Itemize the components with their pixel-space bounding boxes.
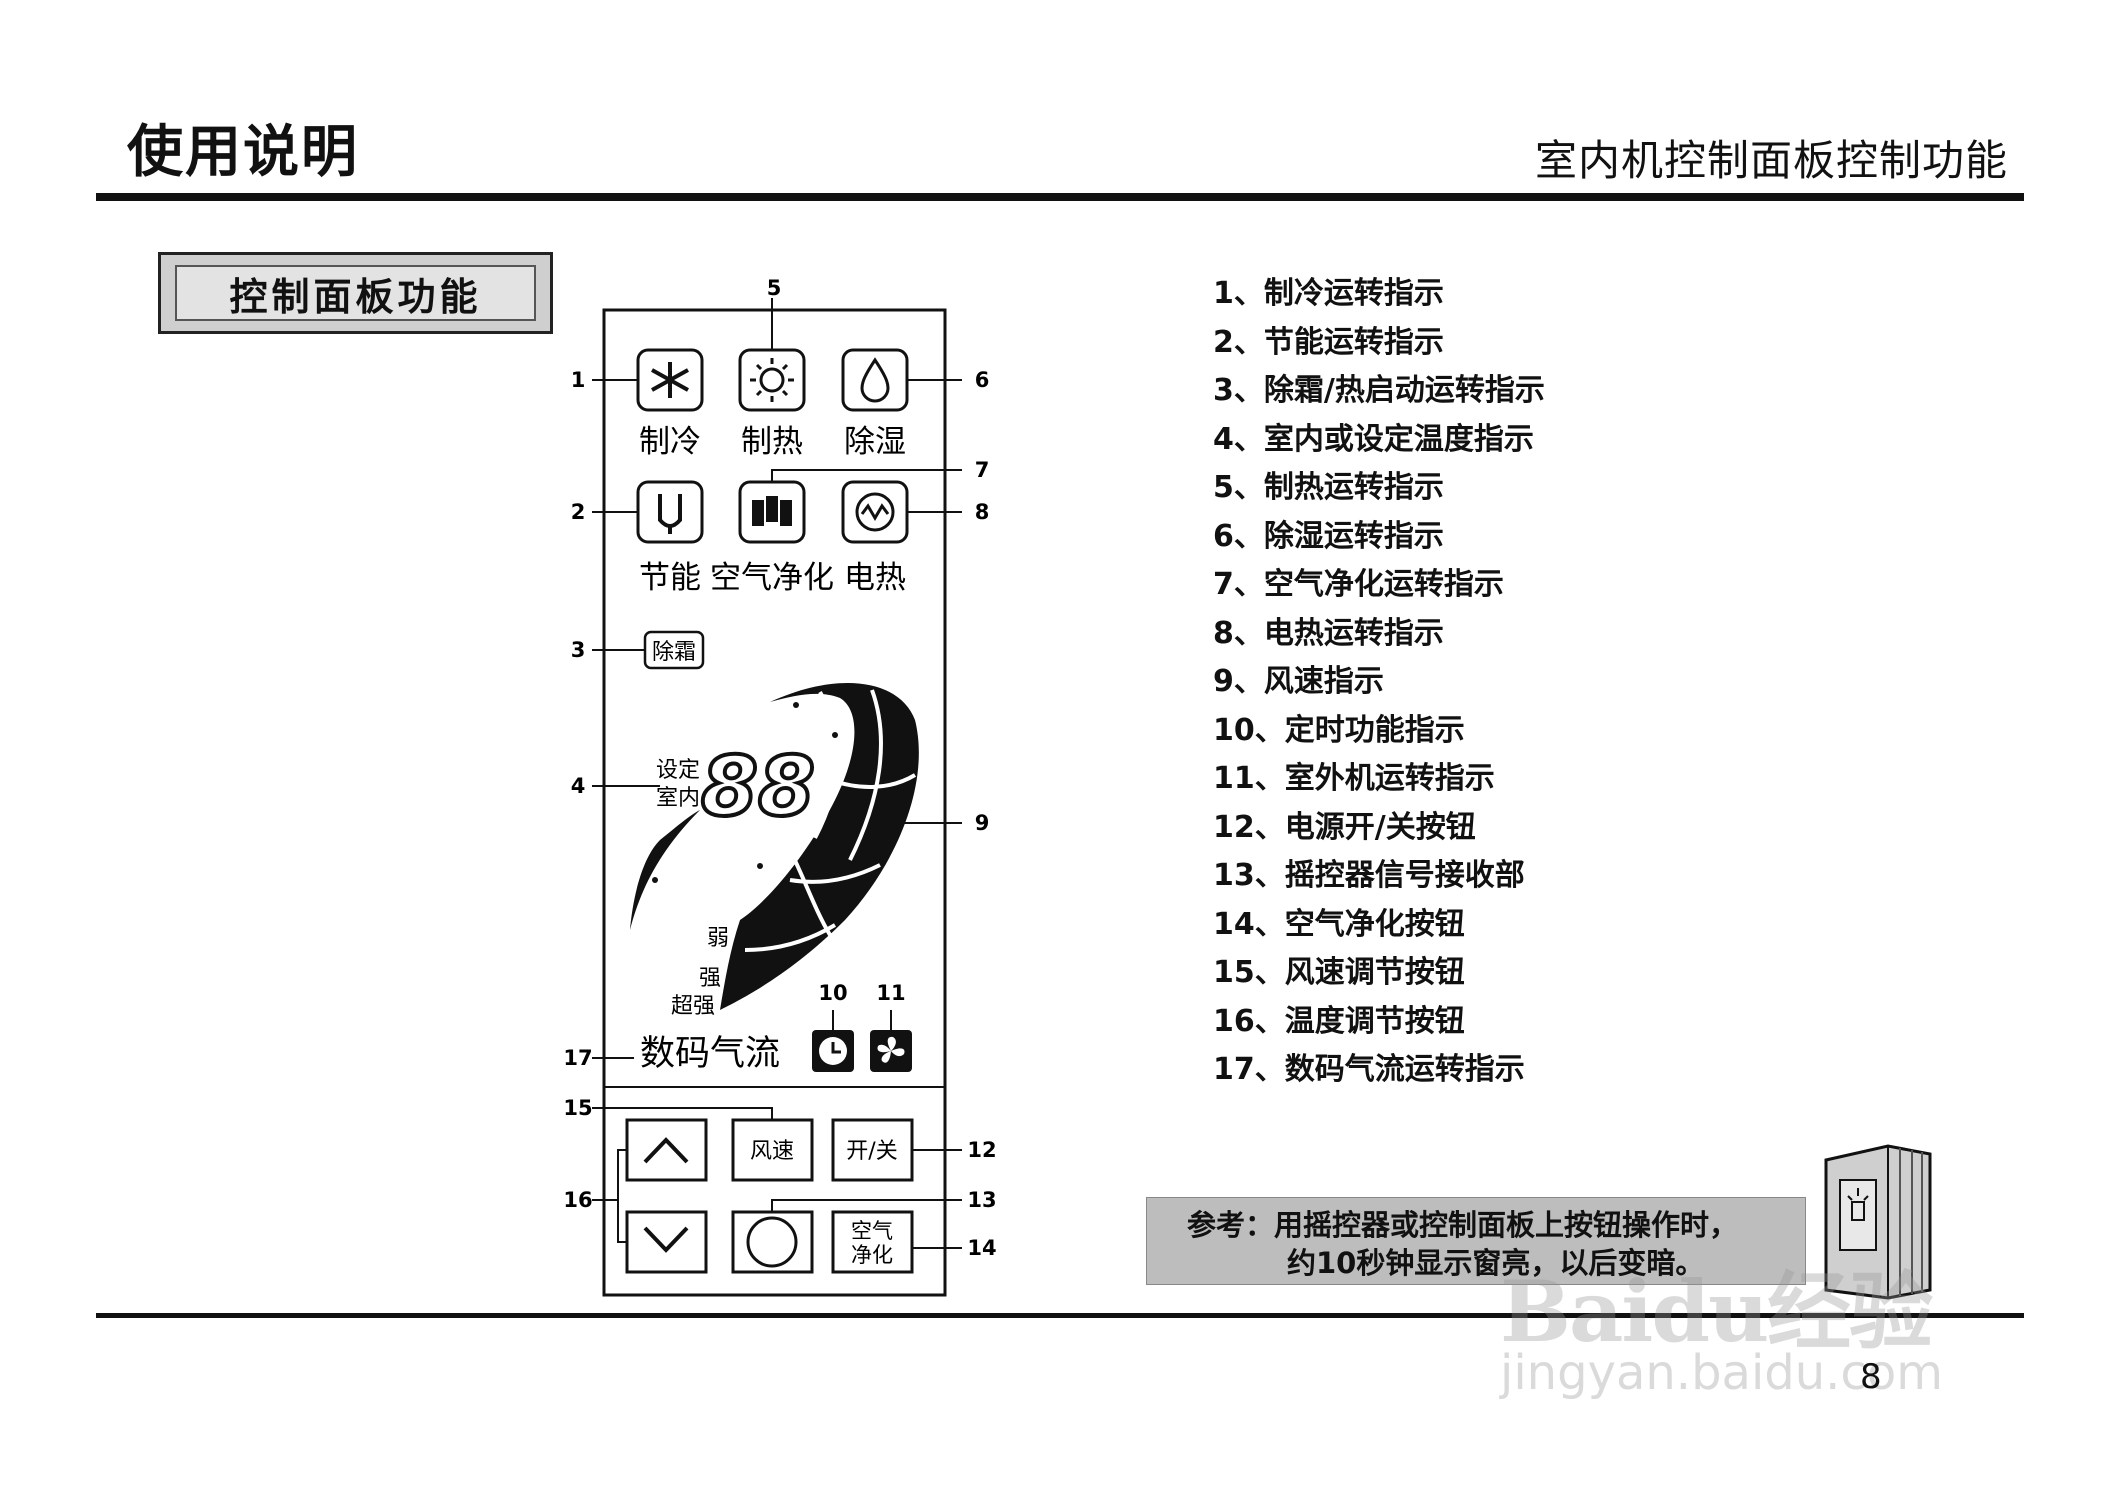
timer-icon xyxy=(812,1030,854,1072)
feature-item: 11、室外机运转指示 xyxy=(1213,755,1545,804)
callout-3: 3 xyxy=(571,638,586,662)
feature-item: 17、数码气流运转指示 xyxy=(1213,1046,1545,1095)
callout-17: 17 xyxy=(563,1046,592,1070)
callout-11: 11 xyxy=(876,981,905,1005)
temp-up-button xyxy=(627,1120,706,1180)
air-purify-icon xyxy=(740,482,804,542)
reference-note-line-1: 参考：用摇控器或控制面板上按钮操作时， xyxy=(1187,1206,1805,1244)
fan-speed-low: 弱 xyxy=(707,926,729,951)
page-number: 8 xyxy=(1860,1357,1882,1397)
feature-item: 8、电热运转指示 xyxy=(1213,610,1545,659)
callout-14: 14 xyxy=(967,1236,996,1260)
callout-1: 1 xyxy=(571,368,586,392)
mode-label-heat: 制热 xyxy=(741,424,803,460)
temp-label-indoor: 室内 xyxy=(656,786,700,811)
defrost-label: 除霜 xyxy=(652,640,696,665)
mode-label-dry: 除湿 xyxy=(844,424,906,460)
callout-9: 9 xyxy=(975,811,990,835)
sun-icon xyxy=(740,350,804,410)
feature-item: 16、温度调节按钮 xyxy=(1213,998,1545,1047)
heater-icon xyxy=(843,482,907,542)
fan-speed-swoosh-graphic xyxy=(630,683,919,1010)
temp-digits: 88 xyxy=(701,740,815,835)
func-label-eco: 节能 xyxy=(639,560,701,596)
callout-15: 15 xyxy=(563,1096,592,1120)
callout-6: 6 xyxy=(975,368,990,392)
wind-speed-button-label: 风速 xyxy=(750,1139,794,1164)
plug-icon xyxy=(638,482,702,542)
airflow-label: 数码气流 xyxy=(640,1034,780,1074)
temp-down-button xyxy=(627,1212,706,1272)
callout-16: 16 xyxy=(563,1188,592,1212)
air-purify-button-label-2: 净化 xyxy=(851,1243,893,1267)
feature-item: 1、制冷运转指示 xyxy=(1213,270,1545,319)
callout-13: 13 xyxy=(967,1188,996,1212)
feature-item: 6、除湿运转指示 xyxy=(1213,513,1545,562)
remote-receiver xyxy=(733,1212,812,1272)
feature-list: 1、制冷运转指示 2、节能运转指示 3、除霜/热启动运转指示 4、室内或设定温度… xyxy=(1213,270,1545,1095)
feature-item: 3、除霜/热启动运转指示 xyxy=(1213,367,1545,416)
feature-item: 4、室内或设定温度指示 xyxy=(1213,416,1545,465)
fan-speed-high: 强 xyxy=(699,966,721,991)
outdoor-fan-icon xyxy=(870,1030,912,1072)
callout-5: 5 xyxy=(767,276,782,300)
func-label-heater: 电热 xyxy=(844,560,906,596)
callout-4: 4 xyxy=(571,774,586,798)
feature-item: 10、定时功能指示 xyxy=(1213,707,1545,756)
callout-7: 7 xyxy=(975,458,990,482)
callout-2: 2 xyxy=(571,500,586,524)
callout-10: 10 xyxy=(818,981,847,1005)
feature-item: 15、风速调节按钮 xyxy=(1213,949,1545,998)
droplet-icon xyxy=(843,350,907,410)
power-button-label: 开/关 xyxy=(846,1139,897,1164)
feature-item: 5、制热运转指示 xyxy=(1213,464,1545,513)
feature-item: 7、空气净化运转指示 xyxy=(1213,561,1545,610)
callout-8: 8 xyxy=(975,500,990,524)
callout-12: 12 xyxy=(967,1138,996,1162)
temp-label-set: 设定 xyxy=(656,758,700,783)
air-purify-button-label-1: 空气 xyxy=(851,1219,893,1243)
fan-speed-turbo: 超强 xyxy=(671,994,715,1019)
feature-item: 12、电源开/关按钮 xyxy=(1213,804,1545,853)
feature-item: 9、风速指示 xyxy=(1213,658,1545,707)
feature-item: 14、空气净化按钮 xyxy=(1213,901,1545,950)
feature-item: 13、摇控器信号接收部 xyxy=(1213,852,1545,901)
feature-item: 2、节能运转指示 xyxy=(1213,319,1545,368)
mode-label-cool: 制冷 xyxy=(639,424,701,460)
func-label-purify: 空气净化 xyxy=(710,560,834,596)
snowflake-icon xyxy=(638,350,702,410)
